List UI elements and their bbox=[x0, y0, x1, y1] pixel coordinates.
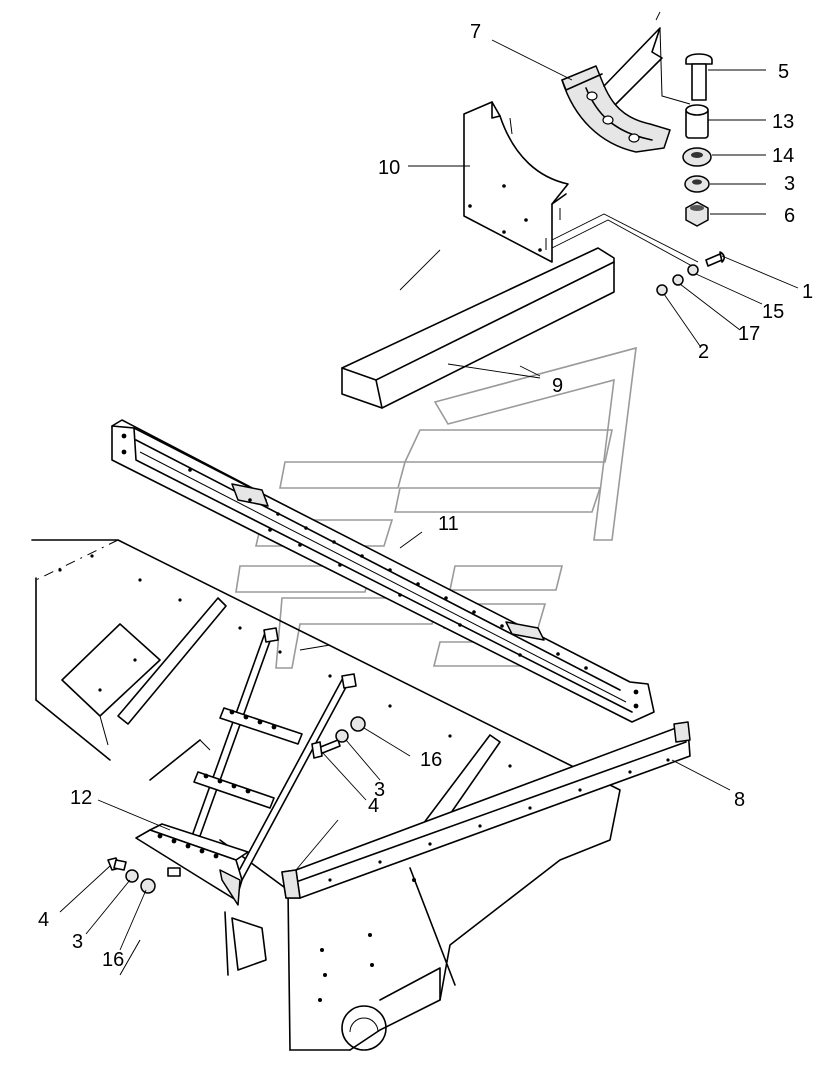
callout-8: 8 bbox=[734, 789, 745, 811]
rail-part-8 bbox=[281, 721, 691, 899]
callout-13: 13 bbox=[772, 111, 794, 133]
ladder-part-12 bbox=[135, 627, 357, 906]
callout-3-top: 3 bbox=[784, 173, 795, 195]
callout-11: 11 bbox=[438, 513, 459, 535]
fastener-stack bbox=[682, 53, 713, 227]
callout-1: 1 bbox=[802, 281, 813, 303]
callout-15: 15 bbox=[762, 301, 784, 323]
callout-10: 10 bbox=[378, 157, 400, 179]
callout-2: 2 bbox=[698, 341, 709, 363]
callout-6: 6 bbox=[784, 205, 795, 227]
leader-lines bbox=[59, 11, 799, 951]
callout-12: 12 bbox=[70, 787, 92, 809]
callout-labels: 7 5 13 14 3 6 10 1 15 17 2 9 11 16 3 4 8… bbox=[38, 21, 813, 971]
callout-16-right: 16 bbox=[420, 749, 442, 771]
ladder-hardware bbox=[107, 716, 366, 894]
callout-9: 9 bbox=[552, 375, 563, 397]
callout-3-left: 3 bbox=[72, 931, 83, 953]
body-panel bbox=[31, 539, 621, 1051]
callout-4-right: 4 bbox=[368, 795, 379, 817]
callout-3-right: 3 bbox=[374, 779, 385, 801]
callout-5: 5 bbox=[778, 61, 789, 83]
callout-14: 14 bbox=[772, 145, 794, 167]
pad-part-9 bbox=[341, 247, 615, 409]
callout-4-left: 4 bbox=[38, 909, 49, 931]
callout-7: 7 bbox=[470, 21, 481, 43]
bracket-part-10 bbox=[463, 101, 569, 263]
small-hardware bbox=[656, 251, 725, 296]
mount-part-7 bbox=[561, 27, 691, 153]
beam-part-11 bbox=[111, 419, 655, 723]
callout-17: 17 bbox=[738, 323, 760, 345]
callout-16-left: 16 bbox=[102, 949, 124, 971]
